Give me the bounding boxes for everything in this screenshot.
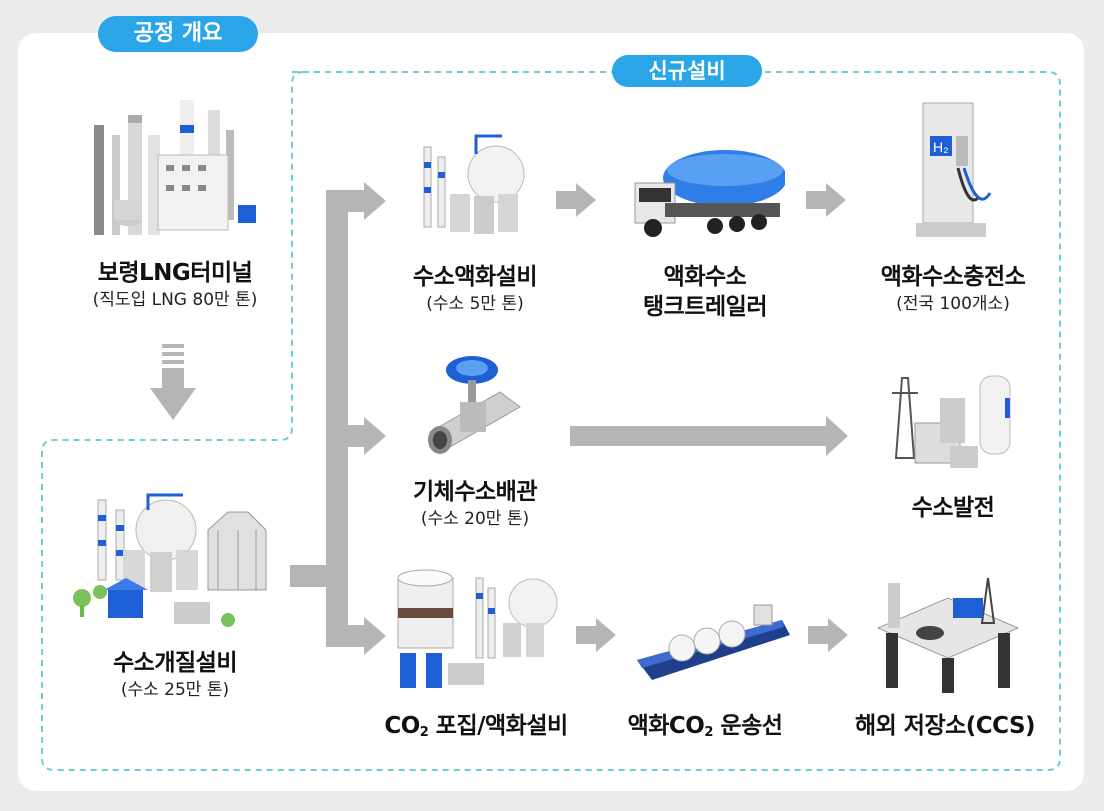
node-subtitle: (직도입 LNG 80만 톤) [92,290,258,310]
node-title-line1: 액화수소 [663,264,747,290]
node-title: 수소개질설비 [113,650,237,676]
node-boryeong-lng-terminal: 보령LNG터미널 (직도입 LNG 80만 톤) [40,258,310,312]
svg-text:H₂: H₂ [933,139,949,155]
node-liquid-co2-carrier: 액화CO2 운송선 [600,711,810,748]
tank-trailer-truck-icon [634,150,785,237]
co2-carrier-ship-icon [637,604,790,680]
node-subtitle: (수소 25만 톤) [120,680,230,700]
offshore-platform-icon [876,577,1020,693]
node-subtitle: (전국 100개소) [896,294,1010,314]
node-title: 수소액화설비 [413,264,537,290]
node-hydrogen-power: 수소발전 [838,493,1068,523]
node-subtitle: (수소 20만 톤) [420,509,530,529]
node-hydrogen-liquefaction: 수소액화설비 (수소 5만 톤) [360,262,590,316]
node-hydrogen-reformer: 수소개질설비 (수소 25만 톤) [40,648,310,702]
pipe-valve-icon [428,356,521,454]
node-title: 보령LNG터미널 [97,260,253,286]
node-title: 액화CO2 운송선 [627,713,783,740]
reformer-plant-icon [73,493,267,627]
h2-charging-station-icon: H₂ [916,102,992,237]
node-title: CO2 포집/액화설비 [384,713,568,740]
node-title-line2: 탱크트레일러 [643,294,767,320]
badge-process-overview: 공정 개요 [98,16,258,52]
liquefaction-plant-icon [423,134,525,234]
node-title: 액화수소충전소 [880,264,1026,290]
node-title: 해외 저장소(CCS) [854,713,1036,739]
branch-arrows [290,182,386,655]
down-arrow [150,344,196,420]
lng-terminal-icon [94,100,256,235]
co2-capture-plant-icon [397,569,558,688]
node-subtitle: (수소 5만 톤) [426,294,524,314]
node-gas-hydrogen-pipeline: 기체수소배관 (수소 20만 톤) [360,477,590,531]
badge-new-facilities: 신규설비 [612,55,762,87]
node-liquid-hydrogen-tank-trailer: 액화수소 탱크트레일러 [600,262,810,322]
node-overseas-ccs-storage: 해외 저장소(CCS) [830,711,1060,741]
node-liquid-hydrogen-station: 액화수소충전소 (전국 100개소) [838,262,1068,316]
node-title: 수소발전 [911,495,995,521]
connector-arrows [556,183,848,652]
power-plant-icon [892,375,1011,468]
node-title: 기체수소배관 [413,479,537,505]
node-co2-capture-liquefaction: CO2 포집/액화설비 [352,711,600,748]
